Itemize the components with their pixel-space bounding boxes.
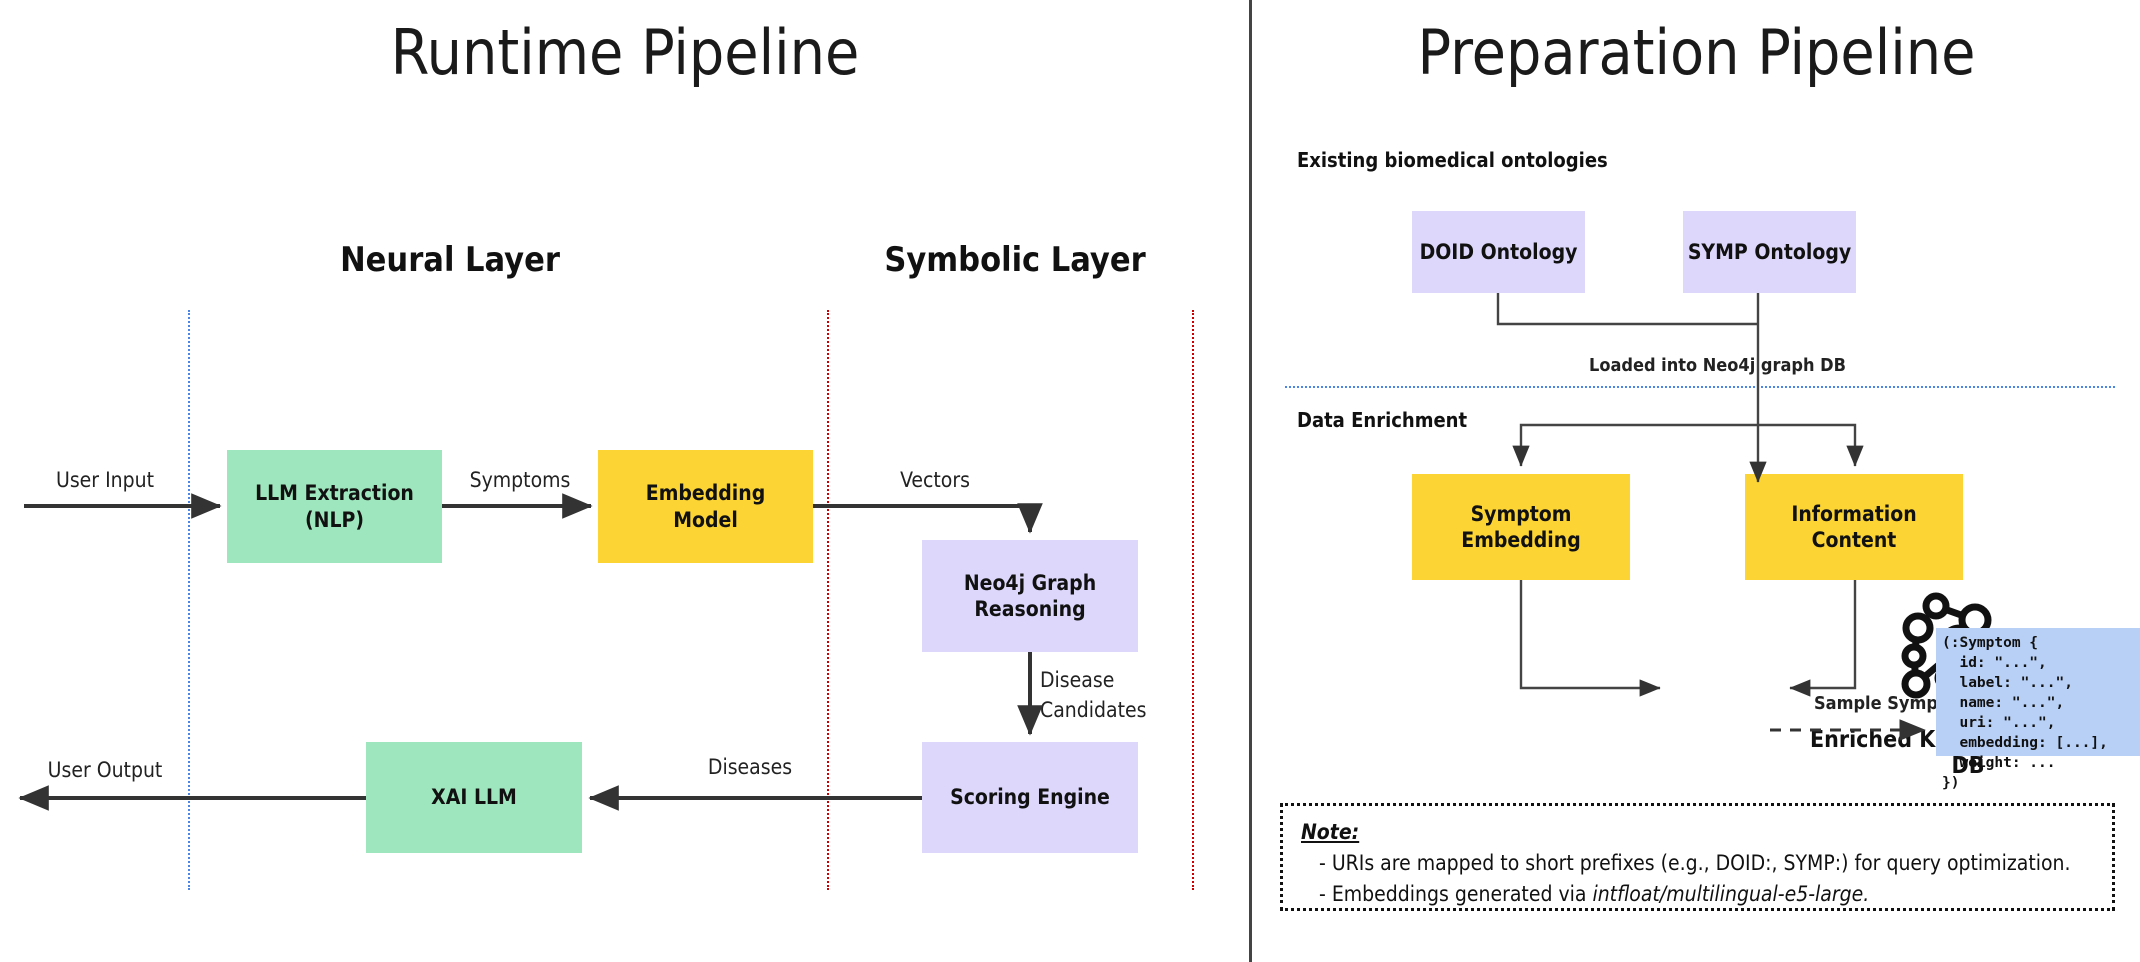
node-embedding-model[interactable]: Embedding Model	[598, 450, 813, 563]
note-line-2-model: intfloat/multilingual-e5-large.	[1592, 882, 1870, 906]
stage-divider-line	[1285, 386, 2115, 388]
runtime-pipeline-title: Runtime Pipeline	[390, 16, 860, 89]
node-scoring-engine[interactable]: Scoring Engine	[922, 742, 1138, 853]
node-doid-ontology[interactable]: DOID Ontology	[1412, 211, 1585, 293]
preparation-pipeline-title: Preparation Pipeline	[1417, 16, 1976, 89]
node-llm-extraction[interactable]: LLM Extraction (NLP)	[227, 450, 442, 563]
edge-label-diseases: Diseases	[707, 755, 793, 779]
node-xai-llm[interactable]: XAI LLM	[366, 742, 582, 853]
note-box: Note: - URIs are mapped to short prefixe…	[1280, 803, 2115, 911]
edge-label-disease-candidates-line2: Candidates	[1040, 698, 1147, 722]
node-neo4j-graph-reasoning[interactable]: Neo4j Graph Reasoning	[922, 540, 1138, 652]
note-line-2: - Embeddings generated via intfloat/mult…	[1319, 882, 2094, 906]
node-information-content-line1: Information	[1791, 501, 1917, 526]
node-symptom-embedding-line2: Embedding	[1461, 528, 1581, 552]
runtime-pipeline-panel: Runtime Pipeline Neural Layer Symbolic L…	[47, 16, 1194, 890]
note-line-2-prefix: - Embeddings generated via	[1319, 882, 1593, 906]
node-information-content[interactable]: Information Content	[1745, 474, 1963, 580]
node-information-content-line2: Content	[1811, 528, 1897, 552]
edge-label-disease-candidates-line1: Disease	[1040, 668, 1115, 692]
node-neo4j-line2: Reasoning	[974, 597, 1086, 621]
symbolic-layer-title: Symbolic Layer	[884, 240, 1146, 280]
node-llm-extraction-line1: LLM Extraction	[255, 481, 414, 506]
section-label-existing-ontologies: Existing biomedical ontologies	[1297, 148, 1608, 172]
node-symp-ontology[interactable]: SYMP Ontology	[1683, 211, 1856, 293]
edge-label-vectors: Vectors	[900, 468, 970, 492]
node-embedding-model-line1: Embedding	[645, 481, 766, 506]
edge-label-user-input: User Input	[56, 468, 154, 492]
node-embedding-model-line2: Model	[673, 507, 738, 532]
sample-symptom-code-box: (:Symptom { id: "...", label: "...", nam…	[1936, 628, 2140, 791]
panel-divider	[1249, 0, 1252, 962]
edge-label-sample-symptom: Sample Symptom	[1814, 693, 1974, 714]
neural-layer-title: Neural Layer	[340, 240, 560, 280]
node-llm-extraction-line2: (NLP)	[305, 507, 364, 532]
note-title: Note:	[1301, 820, 1360, 844]
section-label-data-enrichment: Data Enrichment	[1297, 408, 1468, 432]
edge-label-symptoms: Symptoms	[469, 468, 571, 492]
neural-layer-boundary-left	[188, 310, 190, 890]
symbolic-layer-boundary-left	[827, 310, 829, 890]
node-symptom-embedding[interactable]: Symptom Embedding	[1412, 474, 1630, 580]
node-neo4j-line1: Neo4j Graph	[963, 570, 1097, 595]
note-line-1: - URIs are mapped to short prefixes (e.g…	[1319, 851, 2071, 875]
edge-label-user-output: User Output	[47, 758, 163, 782]
preparation-pipeline-panel: Preparation Pipeline Existing biomedical…	[1253, 0, 2140, 962]
symbolic-layer-boundary-right	[1192, 310, 1194, 890]
node-symptom-embedding-line1: Symptom	[1470, 501, 1572, 526]
edge-label-loaded-into-neo4j: Loaded into Neo4j graph DB	[1589, 355, 1846, 376]
